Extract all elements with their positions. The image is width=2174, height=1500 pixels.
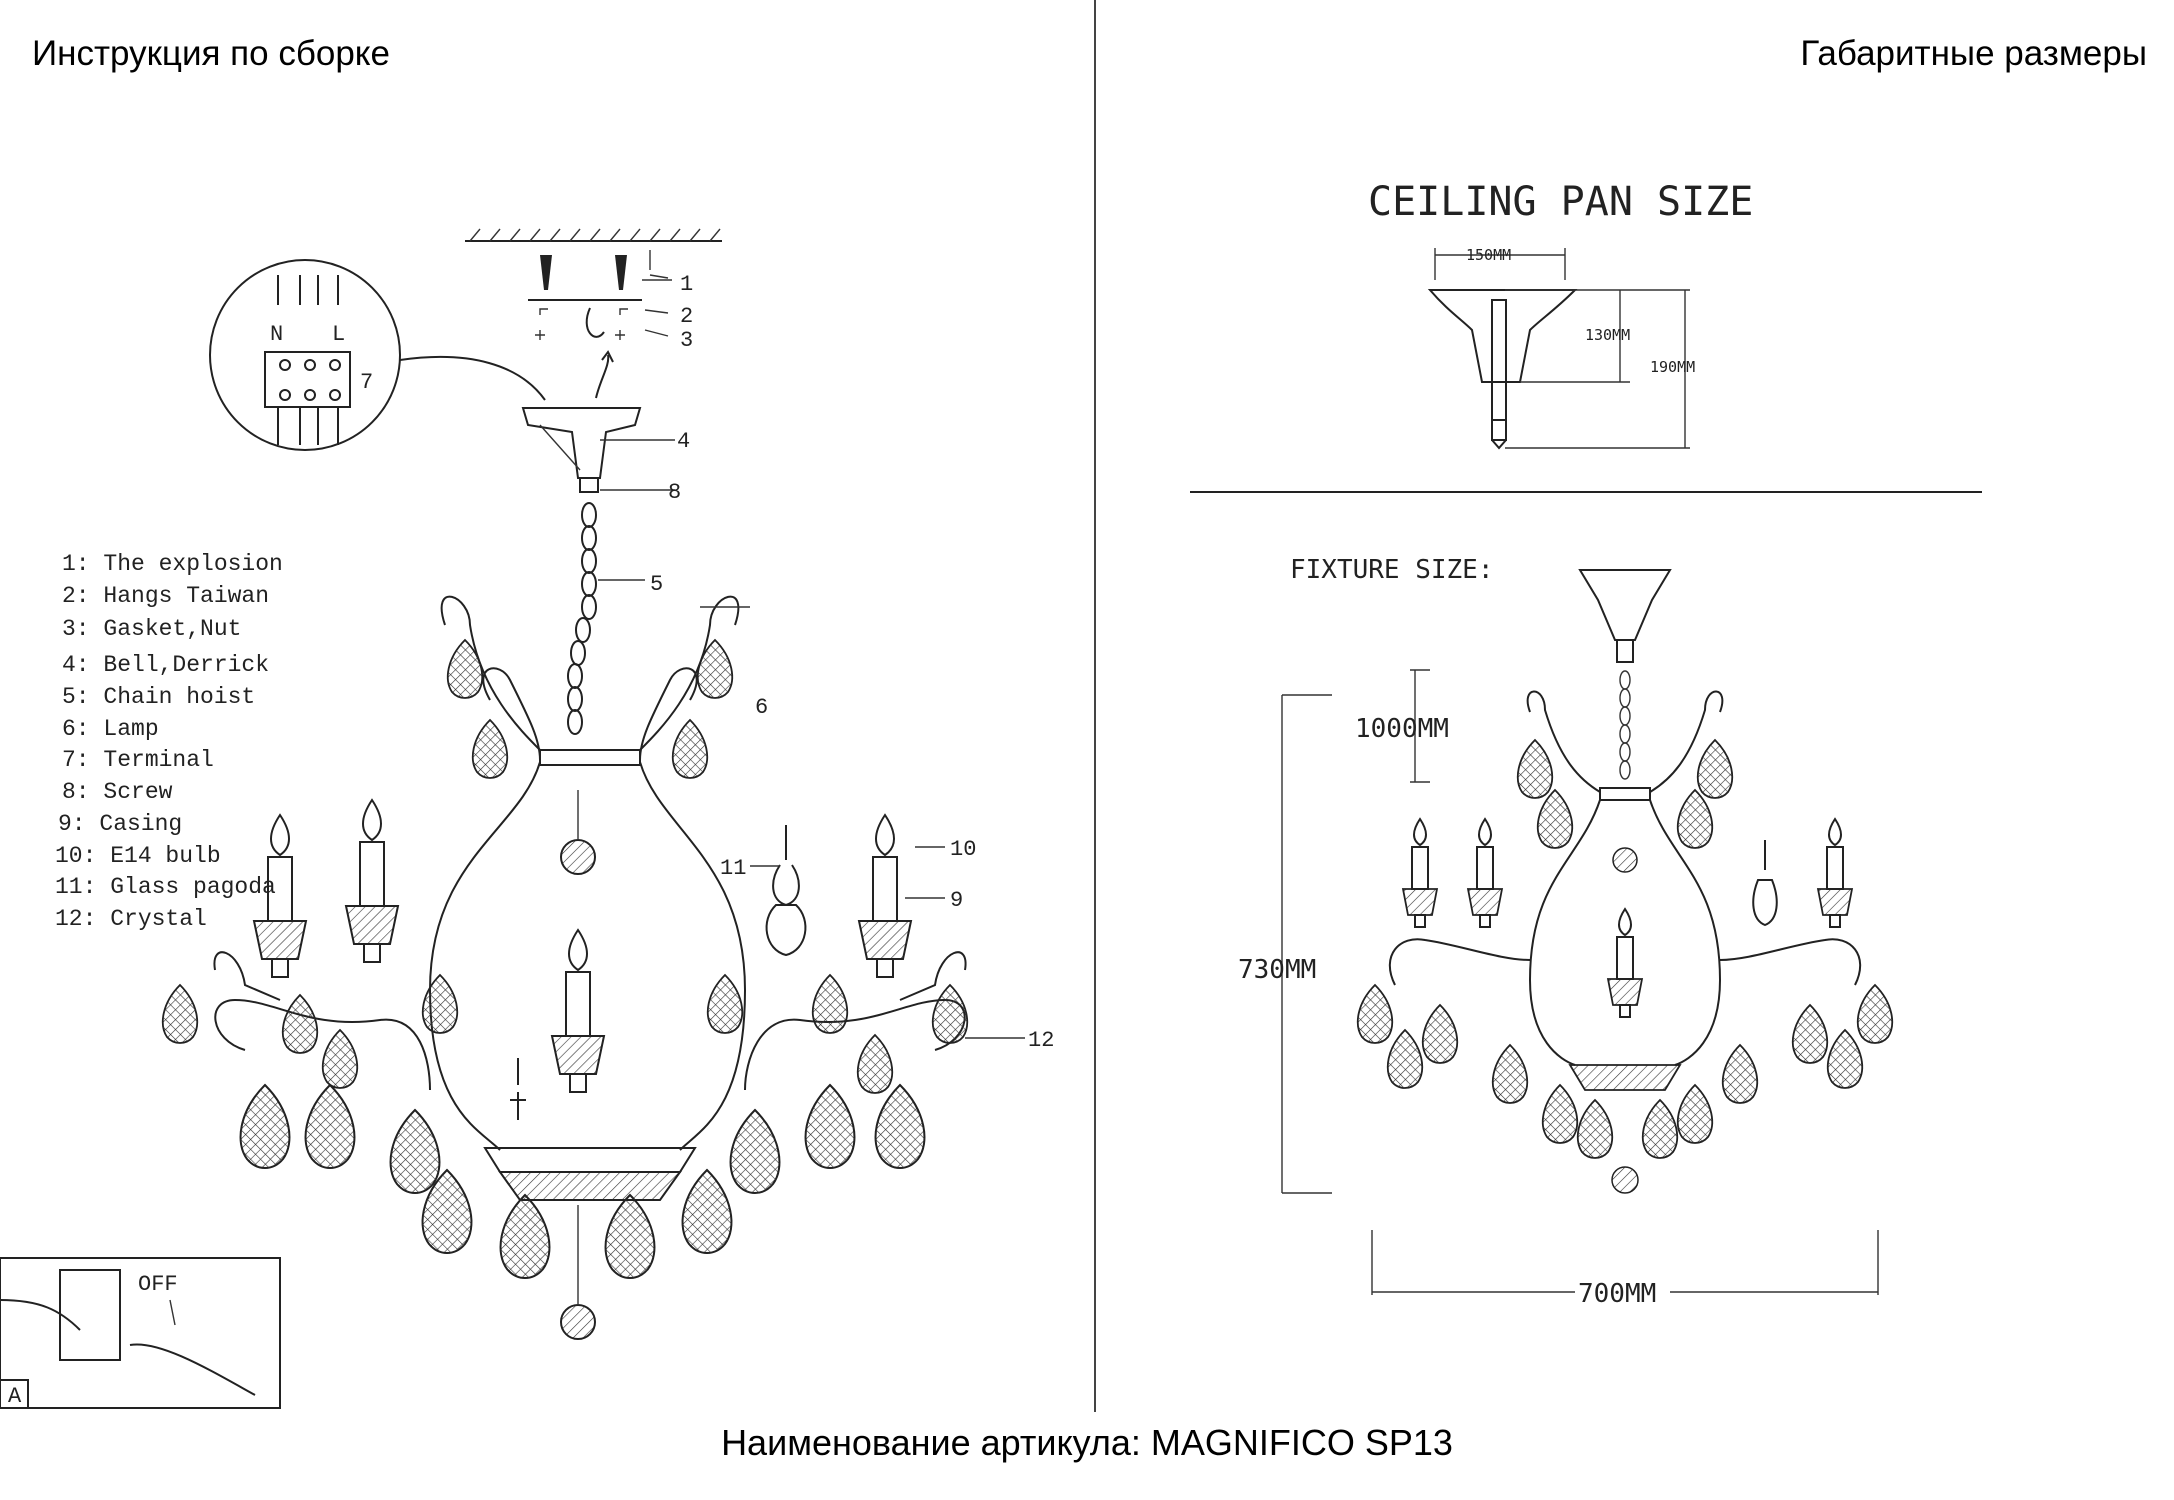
pan-height-inner-dim: 130MM: [1585, 326, 1630, 344]
total-width-dim: 700MM: [1578, 1279, 1656, 1309]
fixture-drawing: [1281, 569, 1894, 1295]
callout-8: 8: [668, 480, 681, 505]
assembly-drawing: [0, 228, 1025, 1409]
terminal-label-n: N: [270, 322, 283, 347]
ceiling-pan-drawing: [1427, 248, 1690, 450]
pan-height-outer-dim: 190MM: [1650, 358, 1695, 376]
legend-item: 6: Lamp: [62, 716, 159, 742]
callout-12: 12: [1028, 1028, 1054, 1053]
ceiling-pan-title: CEILING PAN SIZE: [1368, 179, 1753, 225]
dimensions-title: Габаритные размеры: [1800, 34, 2147, 73]
total-height-dim: 730MM: [1238, 955, 1316, 985]
chain-length-dim: 1000MM: [1355, 714, 1449, 744]
callout-11: 11: [720, 856, 746, 881]
callout-6: 6: [755, 695, 768, 720]
corner-label: A: [8, 1384, 22, 1409]
terminal-label-l: L: [332, 322, 345, 347]
legend-item: 10: E14 bulb: [55, 843, 221, 869]
legend-item: 11: Glass pagoda: [55, 874, 276, 900]
callout-1: 1: [680, 272, 693, 297]
callout-10: 10: [950, 837, 976, 862]
pan-width-dim: 150MM: [1466, 246, 1511, 264]
article-name: Наименование артикула: MAGNIFICO SP13: [721, 1422, 1453, 1463]
callout-7: 7: [360, 370, 373, 395]
callout-5: 5: [650, 572, 663, 597]
legend-item: 2: Hangs Taiwan: [62, 583, 269, 609]
legend-item: 5: Chain hoist: [62, 684, 255, 710]
legend-item: 1: The explosion: [62, 551, 283, 577]
switch-label: OFF: [138, 1272, 178, 1297]
callout-3: 3: [680, 328, 693, 353]
legend-item: 12: Crystal: [55, 906, 207, 932]
legend-item: 4: Bell,Derrick: [62, 652, 269, 678]
legend-item: 9: Casing: [58, 811, 182, 837]
callout-9: 9: [950, 888, 963, 913]
legend-item: 3: Gasket,Nut: [62, 616, 241, 642]
callout-2: 2: [680, 304, 693, 329]
fixture-size-title: FIXTURE SIZE:: [1290, 555, 1494, 585]
callout-4: 4: [677, 429, 690, 454]
legend-item: 7: Terminal: [62, 747, 214, 773]
assembly-instructions-title: Инструкция по сборке: [32, 34, 390, 73]
legend-item: 8: Screw: [62, 779, 173, 805]
parts-legend: 1: The explosion 2: Hangs Taiwan 3: Gask…: [55, 551, 283, 932]
page-divider: [1094, 0, 1096, 1412]
